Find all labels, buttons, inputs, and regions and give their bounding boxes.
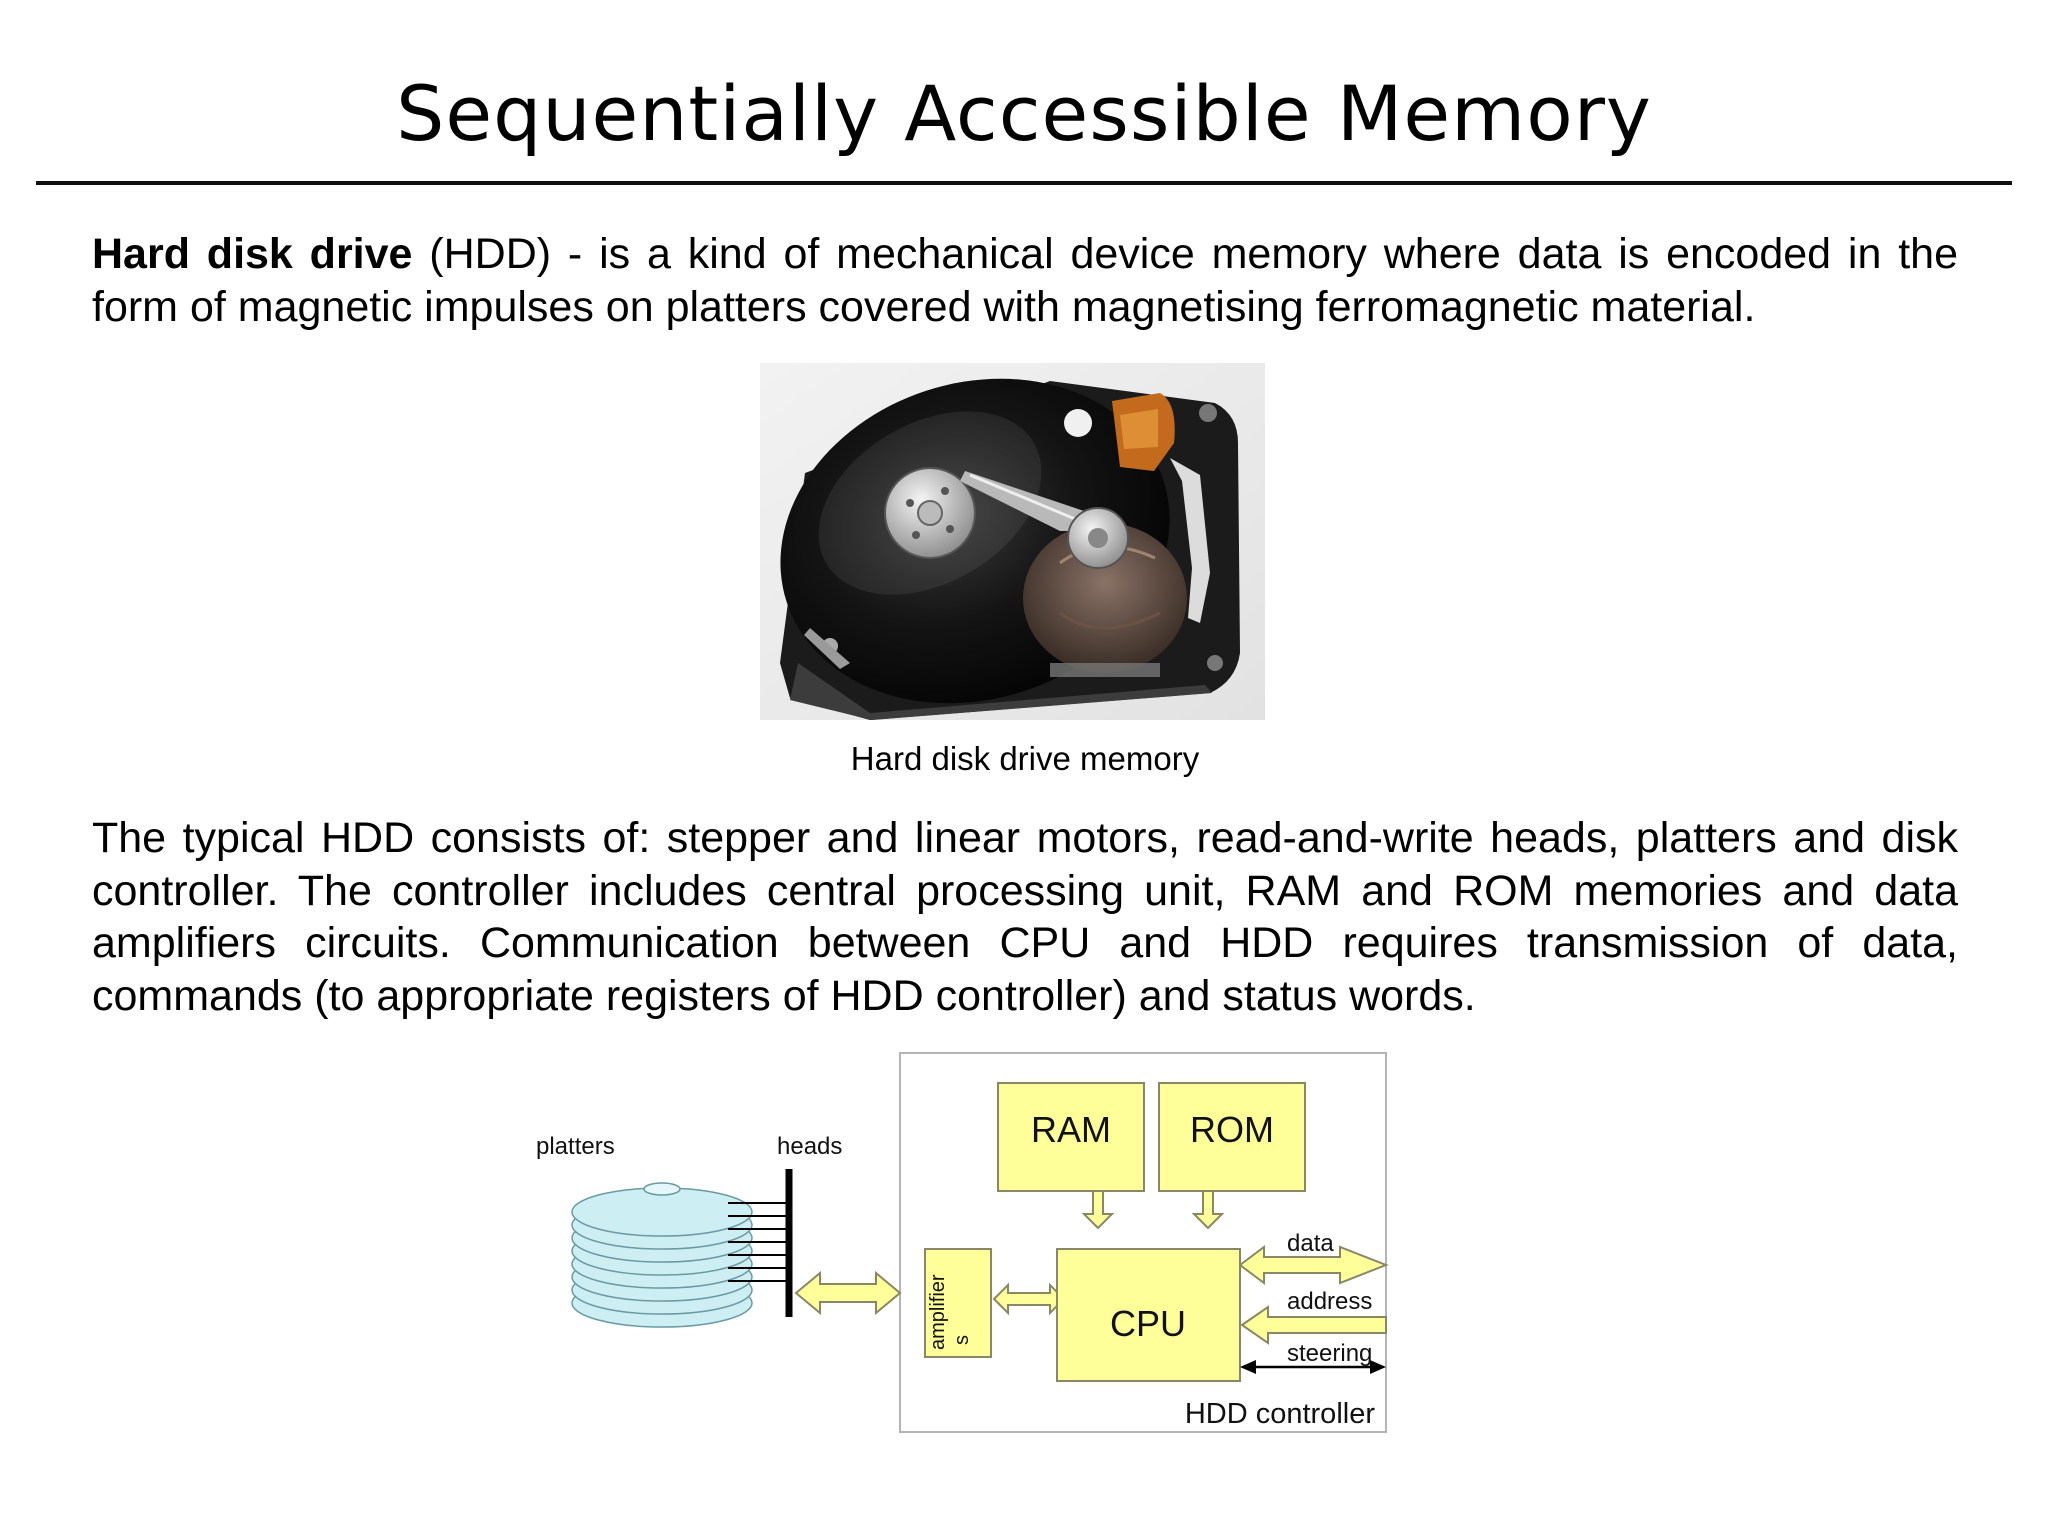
photo-caption: Hard disk drive memory	[850, 740, 1200, 777]
steering-line	[1240, 1360, 1386, 1374]
address-bus-arrow	[1240, 1305, 1387, 1345]
ram-label: RAM	[1031, 1109, 1111, 1150]
ram-block	[997, 1082, 1145, 1192]
controller-label: HDD controller	[1185, 1398, 1375, 1430]
cpu-block	[1056, 1248, 1241, 1382]
steering-label: steering	[1287, 1340, 1372, 1367]
amplifiers-label-line1: amplifier	[927, 1274, 949, 1350]
hdd-photo	[760, 363, 1265, 720]
hdd-definition: Hard disk drive (HDD) - is a kind of mec…	[92, 228, 1958, 333]
amplifiers-block	[924, 1248, 992, 1358]
hdd-definition-text: (HDD) - is a kind of mechanical device m…	[92, 230, 1958, 331]
data-label: data	[1287, 1230, 1334, 1257]
rom-block	[1158, 1082, 1306, 1192]
title-divider	[36, 181, 2012, 185]
heads-amplifier-arrow	[794, 1270, 902, 1316]
hdd-block-diagram: platters heads R	[536, 1052, 1389, 1433]
slide-title: Sequentially Accessible Memory	[396, 69, 1652, 158]
heads-assembly	[728, 1169, 793, 1317]
hdd-components-text: The typical HDD consists of: stepper and…	[92, 814, 1958, 1020]
hdd-term: Hard disk drive	[92, 230, 413, 278]
address-label: address	[1287, 1288, 1372, 1315]
amplifiers-label-line2: s	[951, 1335, 973, 1345]
rom-label: ROM	[1190, 1109, 1274, 1150]
platters-stack	[571, 1182, 753, 1328]
data-bus-arrow	[1238, 1245, 1389, 1285]
cpu-label: CPU	[1110, 1303, 1186, 1344]
heads-label: heads	[777, 1133, 842, 1160]
platters-label: platters	[536, 1133, 615, 1160]
